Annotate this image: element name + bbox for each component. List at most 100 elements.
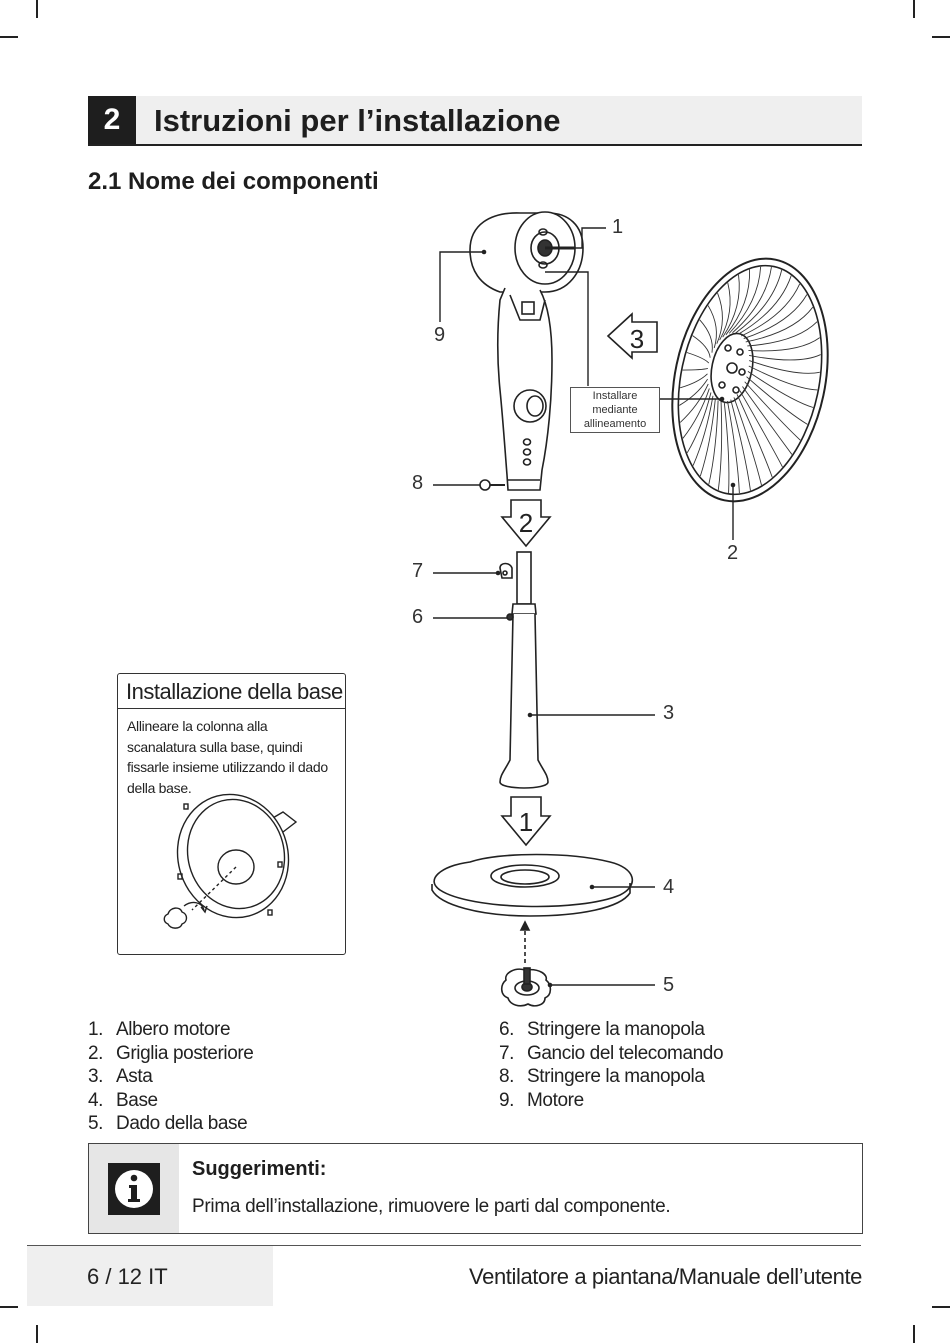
- grille-spoke: [738, 275, 792, 335]
- subsection-title: 2.1 Nome dei componenti: [88, 168, 379, 195]
- step-arrow-2: [500, 499, 552, 548]
- grille-spoke: [733, 397, 762, 486]
- part-label: Stringere la manopola: [527, 1066, 705, 1087]
- footer-divider: [27, 1245, 861, 1246]
- crop-mark: [0, 1306, 18, 1308]
- tip-box: Suggerimenti: Prima dell’installazione, …: [88, 1143, 863, 1234]
- callout-8: 8: [412, 472, 424, 494]
- callout-2: 2: [727, 542, 739, 564]
- tip-text: Prima dell’installazione, rimuovere le p…: [192, 1196, 671, 1217]
- crop-mark: [932, 36, 950, 38]
- grille-spokes: [679, 266, 821, 494]
- knob-drawing: [479, 479, 505, 491]
- grille-spoke: [717, 401, 723, 491]
- grille-spoke: [716, 292, 723, 344]
- callout-5: 5: [663, 974, 675, 996]
- step-number-3: 3: [630, 324, 644, 354]
- alignment-note-line: Installare: [592, 390, 638, 402]
- grille-spoke: [744, 381, 801, 441]
- grille-spoke: [745, 306, 814, 343]
- part-label: Albero motore: [116, 1019, 231, 1040]
- callout-1: 1: [612, 216, 624, 238]
- grille-spoke: [746, 376, 808, 425]
- crop-mark: [932, 1306, 950, 1308]
- part-label: Stringere la manopola: [527, 1019, 705, 1040]
- section-header: 2 Istruzioni per l’installazione: [88, 96, 862, 146]
- grille-spoke: [735, 269, 783, 334]
- step-arrow-3: [606, 312, 658, 360]
- grille-spoke: [692, 395, 714, 466]
- grille-spoke: [692, 335, 711, 358]
- grille-spoke: [699, 319, 713, 353]
- leader-dots: [481, 249, 736, 988]
- alignment-note-line: mediante: [592, 404, 638, 416]
- grille-spoke: [679, 373, 708, 389]
- callout-4: 4: [663, 876, 675, 898]
- part-item: 9. Motore: [499, 1089, 723, 1113]
- part-number: 3.: [88, 1066, 104, 1087]
- callout-3: 3: [663, 702, 675, 724]
- callout-6: 6: [412, 606, 424, 628]
- grille-spoke: [707, 305, 717, 349]
- grille-spoke: [723, 401, 730, 493]
- step-number-1: 1: [519, 807, 533, 837]
- base-installation-box: Installazione della base Allineare la co…: [117, 673, 346, 955]
- part-number: 4.: [88, 1089, 104, 1111]
- part-number: 5.: [88, 1113, 104, 1134]
- tip-title: Suggerimenti:: [192, 1158, 327, 1180]
- pole-drawing: [499, 551, 549, 789]
- step-arrow-1: [500, 796, 552, 847]
- footer-document-title: Ventilatore a piantana/Manuale dell’uten…: [469, 1264, 862, 1289]
- grille-spoke: [749, 360, 820, 374]
- grille-spoke: [748, 365, 818, 391]
- crop-mark: [36, 1325, 38, 1343]
- crop-mark: [913, 0, 915, 18]
- part-number: 6.: [499, 1019, 515, 1040]
- part-item: 1.Albero motore: [88, 1018, 253, 1042]
- part-number: 9.: [499, 1089, 515, 1111]
- part-label: Griglia posteriore: [116, 1042, 254, 1064]
- crop-mark: [36, 0, 38, 18]
- grille-spoke: [748, 337, 821, 352]
- part-number: 8.: [499, 1066, 515, 1087]
- motor-drawing: [469, 211, 584, 491]
- grille-spoke: [725, 269, 751, 336]
- alignment-note: Installare mediante allineamento: [570, 387, 660, 433]
- part-number: 2.: [88, 1042, 104, 1064]
- part-label: Base: [116, 1089, 158, 1111]
- grille-spoke: [730, 399, 751, 491]
- part-label: Asta: [116, 1066, 153, 1087]
- part-item: 4. Base: [88, 1089, 253, 1113]
- grille-spoke: [736, 394, 773, 478]
- grille-spoke: [739, 390, 783, 468]
- grille-spoke: [682, 388, 710, 439]
- part-label: Motore: [527, 1089, 584, 1111]
- grille-spoke: [719, 282, 731, 341]
- grille-spoke: [747, 371, 814, 408]
- part-label: Gancio del telecomando: [527, 1042, 724, 1064]
- part-item: 8. Stringere la manopola: [499, 1065, 723, 1089]
- grille-spoke: [743, 294, 808, 340]
- base-drawing: [431, 853, 634, 917]
- section-title: Istruzioni per l’installazione: [154, 103, 561, 138]
- tip-icon-cell: [89, 1144, 179, 1233]
- grille-spoke: [728, 266, 762, 334]
- base-nut-drawing: [500, 967, 552, 1007]
- base-box-title: Installazione della base: [118, 674, 345, 709]
- grille-spoke: [732, 266, 772, 334]
- crop-mark: [913, 1325, 915, 1343]
- callout-9: 9: [434, 324, 446, 346]
- grille-spoke: [727, 400, 740, 494]
- grille-spoke: [682, 368, 708, 371]
- part-item: 5.Dado della base: [88, 1112, 253, 1136]
- part-item: 2. Griglia posteriore: [88, 1042, 254, 1066]
- part-item: 3. Asta: [88, 1065, 253, 1089]
- info-icon: [108, 1163, 160, 1215]
- grille-spoke: [742, 386, 793, 455]
- crop-mark: [0, 36, 18, 38]
- grille-spoke: [741, 283, 801, 337]
- grille-spoke: [699, 398, 716, 477]
